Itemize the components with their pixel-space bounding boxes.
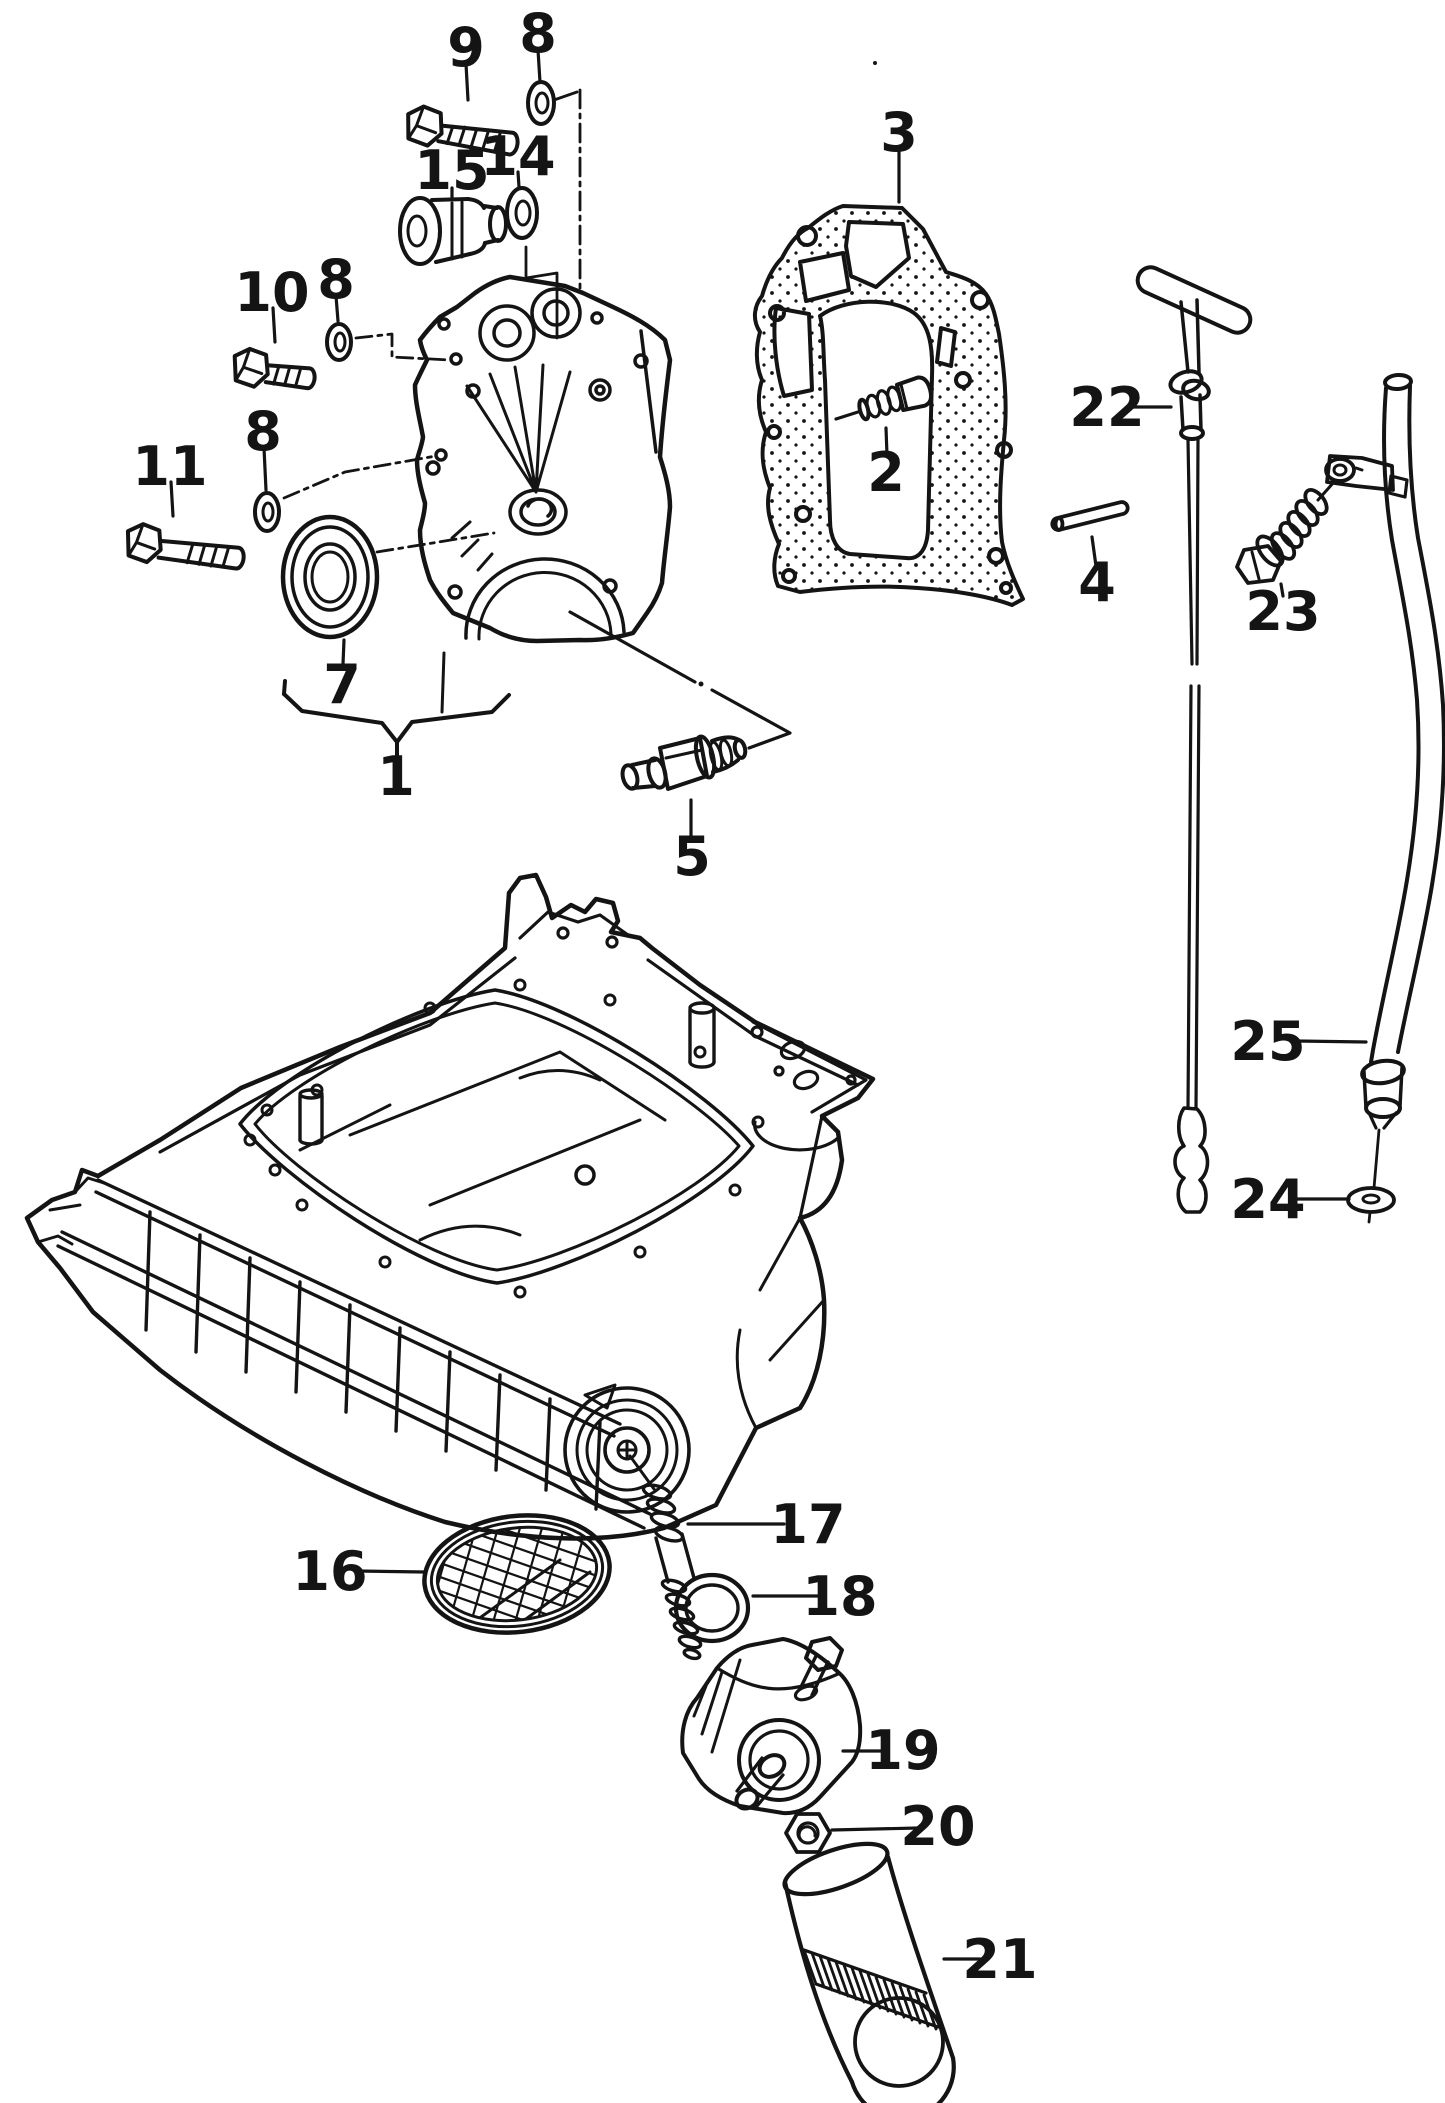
callout-24: 24: [1230, 1168, 1305, 1231]
bolt-9-icon: [406, 104, 520, 157]
o-ring-18-icon: [673, 1572, 751, 1644]
callout-3: 3: [880, 101, 918, 164]
dipstick-22-icon: [1135, 265, 1253, 1214]
callout-7: 7: [323, 653, 361, 716]
bolt-11-icon: [125, 522, 246, 571]
oil-pan-standoffs: [298, 1001, 716, 1146]
callout-labels: 9 8 15 14 10 8 11 8 7 1 5 3 2 22 4 23 16…: [132, 2, 1320, 1991]
gasket-body: [753, 204, 1025, 607]
callout-23: 23: [1245, 580, 1320, 643]
oil-pressure-sensor-5-icon: [620, 734, 748, 791]
callout-19: 19: [865, 1719, 940, 1782]
nut-20-icon: [784, 1812, 832, 1854]
strainer-mesh-lines: [431, 1518, 603, 1630]
bolt-10-icon: [232, 346, 317, 391]
callout-25: 25: [1230, 1010, 1305, 1073]
plug-15-icon: [398, 196, 508, 266]
stud-17-icon: [641, 1483, 703, 1661]
oil-filter-21-icon: [782, 1841, 956, 2103]
washer-8c-icon: [253, 491, 281, 533]
flange-outline: [412, 274, 673, 644]
strainer-16-icon: [422, 1513, 612, 1635]
gasket-3-icon: [753, 204, 1025, 607]
oil-pan-outline: [24, 872, 876, 1541]
oil-pan-lower-ribs: [36, 1176, 826, 1530]
bolt-2-icon: [857, 375, 934, 422]
oil-pan-flange-details: [158, 910, 868, 1220]
callout-15: 15: [414, 139, 489, 202]
washer-8a-icon: [526, 80, 556, 126]
callout-2: 2: [867, 441, 905, 504]
centerline-group: [282, 61, 877, 554]
oil-pump-boss: [563, 1383, 691, 1514]
oil-pan-bolt-holes: [243, 978, 765, 1299]
callout-1-bracket: [282, 651, 511, 759]
callout-16: 16: [292, 1540, 367, 1603]
washer-14-icon: [505, 186, 539, 240]
callout-8c: 8: [244, 400, 282, 463]
fastener-group-top-left: [125, 61, 877, 571]
washer-8b-icon: [325, 322, 353, 362]
oil-pan-assembly: [24, 872, 876, 1541]
sensor-leader-lines: [568, 610, 792, 750]
callout-20: 20: [900, 1795, 975, 1858]
oil-cooler-19-icon: [680, 1636, 863, 1816]
callout-8a: 8: [519, 2, 557, 65]
pin-4-icon: [1050, 500, 1130, 532]
dipstick-tube-25-icon: [1360, 372, 1445, 1190]
callout-22: 22: [1069, 376, 1144, 439]
callout-14: 14: [480, 125, 555, 188]
callout-4: 4: [1078, 551, 1116, 614]
sealing-flange-body: [412, 274, 673, 644]
callout-21: 21: [962, 1928, 1037, 1991]
flange-details: [425, 287, 658, 641]
callout-leaders: [169, 48, 1368, 1961]
callout-9: 9: [447, 16, 485, 79]
callout-10: 10: [234, 261, 309, 324]
bolt-23-icon: [1235, 454, 1395, 585]
callout-1: 1: [377, 745, 415, 808]
callout-17: 17: [770, 1493, 845, 1556]
callout-5: 5: [673, 825, 711, 888]
oil-pan-basin-rim: [238, 988, 755, 1285]
callout-8b: 8: [317, 248, 355, 311]
seal-24-icon: [1346, 1186, 1396, 1224]
filter-knurl-ticks: [802, 1948, 938, 2031]
seal-7-icon: [280, 514, 380, 640]
callout-18: 18: [802, 1565, 877, 1628]
callout-11: 11: [132, 435, 207, 498]
